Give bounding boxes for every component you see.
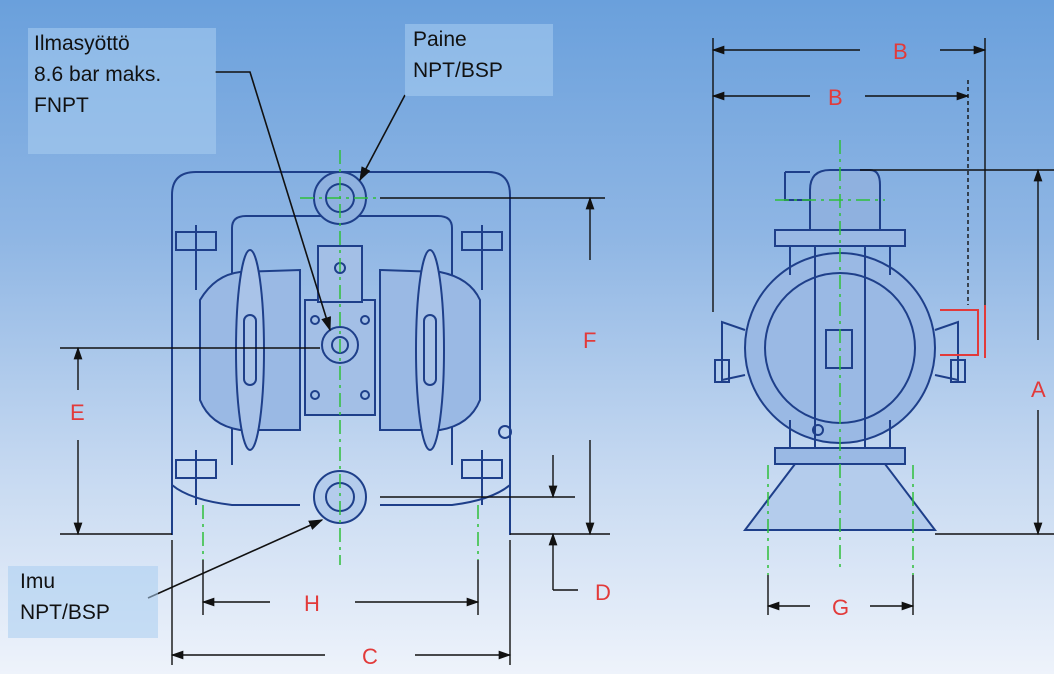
dimension-labels: F E D H C B B A G bbox=[70, 39, 1046, 669]
discharge-line1: Paine bbox=[413, 28, 467, 51]
air-inlet-line3: FNPT bbox=[34, 94, 89, 117]
air-inlet-line1: Ilmasyöttö bbox=[34, 32, 130, 55]
dimension-label-b-inner: B bbox=[828, 85, 843, 110]
suction-callout: Imu NPT/BSP bbox=[8, 566, 158, 638]
dimension-label-c: C bbox=[362, 644, 378, 669]
air-inlet-fitting bbox=[940, 305, 986, 358]
front-centerlines bbox=[202, 150, 479, 565]
suction-line2: NPT/BSP bbox=[20, 601, 110, 624]
dimension-label-e: E bbox=[70, 400, 85, 425]
discharge-callout: Paine NPT/BSP bbox=[405, 24, 553, 96]
callout-leaders bbox=[147, 71, 406, 599]
dimension-label-h: H bbox=[304, 591, 320, 616]
dimension-label-a: A bbox=[1031, 377, 1046, 402]
dimension-lines bbox=[60, 38, 1054, 665]
front-view bbox=[171, 171, 512, 535]
air-inlet-line2: 8.6 bar maks. bbox=[34, 63, 162, 86]
side-centerlines bbox=[767, 140, 914, 575]
dimension-label-b-outer: B bbox=[893, 39, 908, 64]
air-inlet-callout: Ilmasyöttö 8.6 bar maks. FNPT bbox=[28, 28, 216, 154]
dimension-label-f: F bbox=[583, 328, 596, 353]
discharge-line2: NPT/BSP bbox=[413, 59, 503, 82]
dimension-label-d: D bbox=[595, 580, 611, 605]
suction-line1: Imu bbox=[20, 570, 56, 593]
dimension-label-g: G bbox=[832, 595, 849, 620]
